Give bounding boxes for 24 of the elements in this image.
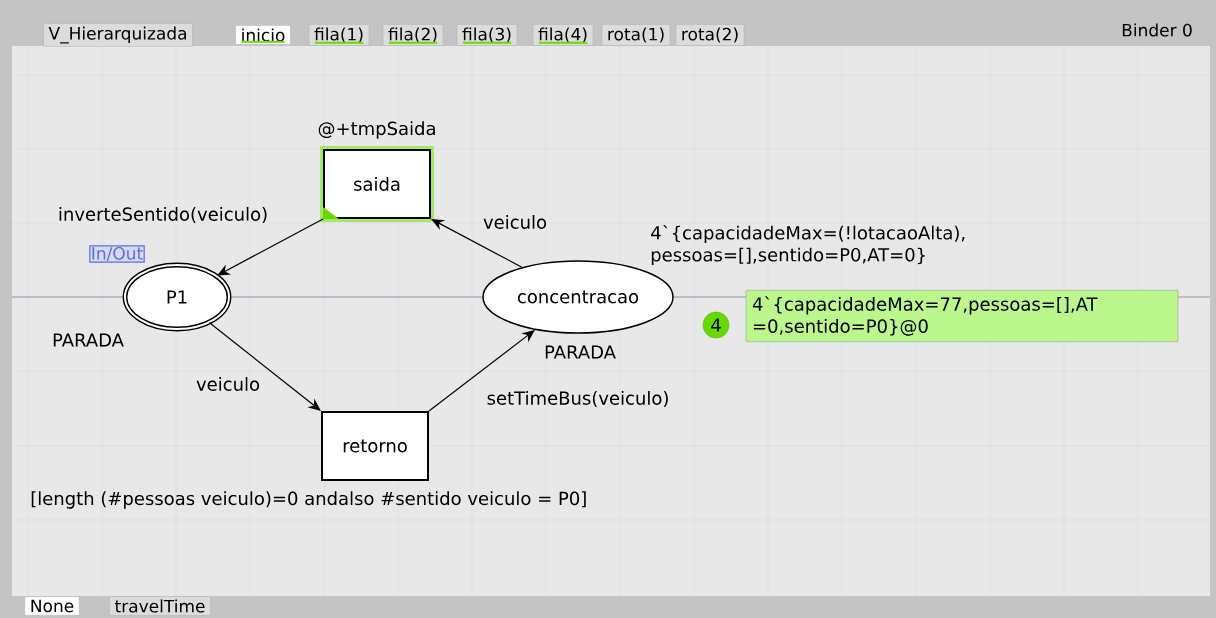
transition-box: saida bbox=[320, 146, 434, 222]
arc-label: veiculo bbox=[482, 214, 549, 230]
tab: inicio bbox=[235, 25, 291, 45]
tab: travelTime bbox=[109, 596, 211, 616]
label: PARADA bbox=[53, 333, 124, 347]
tab: rota(1) bbox=[601, 24, 671, 46]
tab: rota(2) bbox=[675, 24, 745, 46]
marking-box: 4`{capacidadeMax=77,pessoas=[],AT =0,sentido=P0}@0 bbox=[745, 290, 1179, 342]
token-count: 4 bbox=[702, 311, 730, 339]
label: @+tmpSaida bbox=[318, 121, 435, 139]
transition-box: retorno bbox=[321, 411, 429, 481]
binder-label: Binder 0 bbox=[1122, 23, 1192, 37]
port-tag: In/Out bbox=[89, 245, 145, 263]
tab: fila(3) bbox=[456, 24, 518, 46]
arc-label: veiculo bbox=[195, 376, 262, 392]
label: PARADA bbox=[545, 345, 616, 359]
tab: fila(1) bbox=[308, 24, 370, 46]
tab: V_Hierarquizada bbox=[43, 23, 193, 47]
arc-arrow bbox=[208, 322, 321, 411]
label: [length (#pessoas veiculo)=0 andalso #sentido veiculo = P0] bbox=[31, 491, 586, 509]
arc-arrow bbox=[431, 219, 523, 268]
tab: None bbox=[24, 596, 80, 616]
tab: fila(4) bbox=[532, 24, 594, 46]
tab: fila(2) bbox=[382, 24, 444, 46]
